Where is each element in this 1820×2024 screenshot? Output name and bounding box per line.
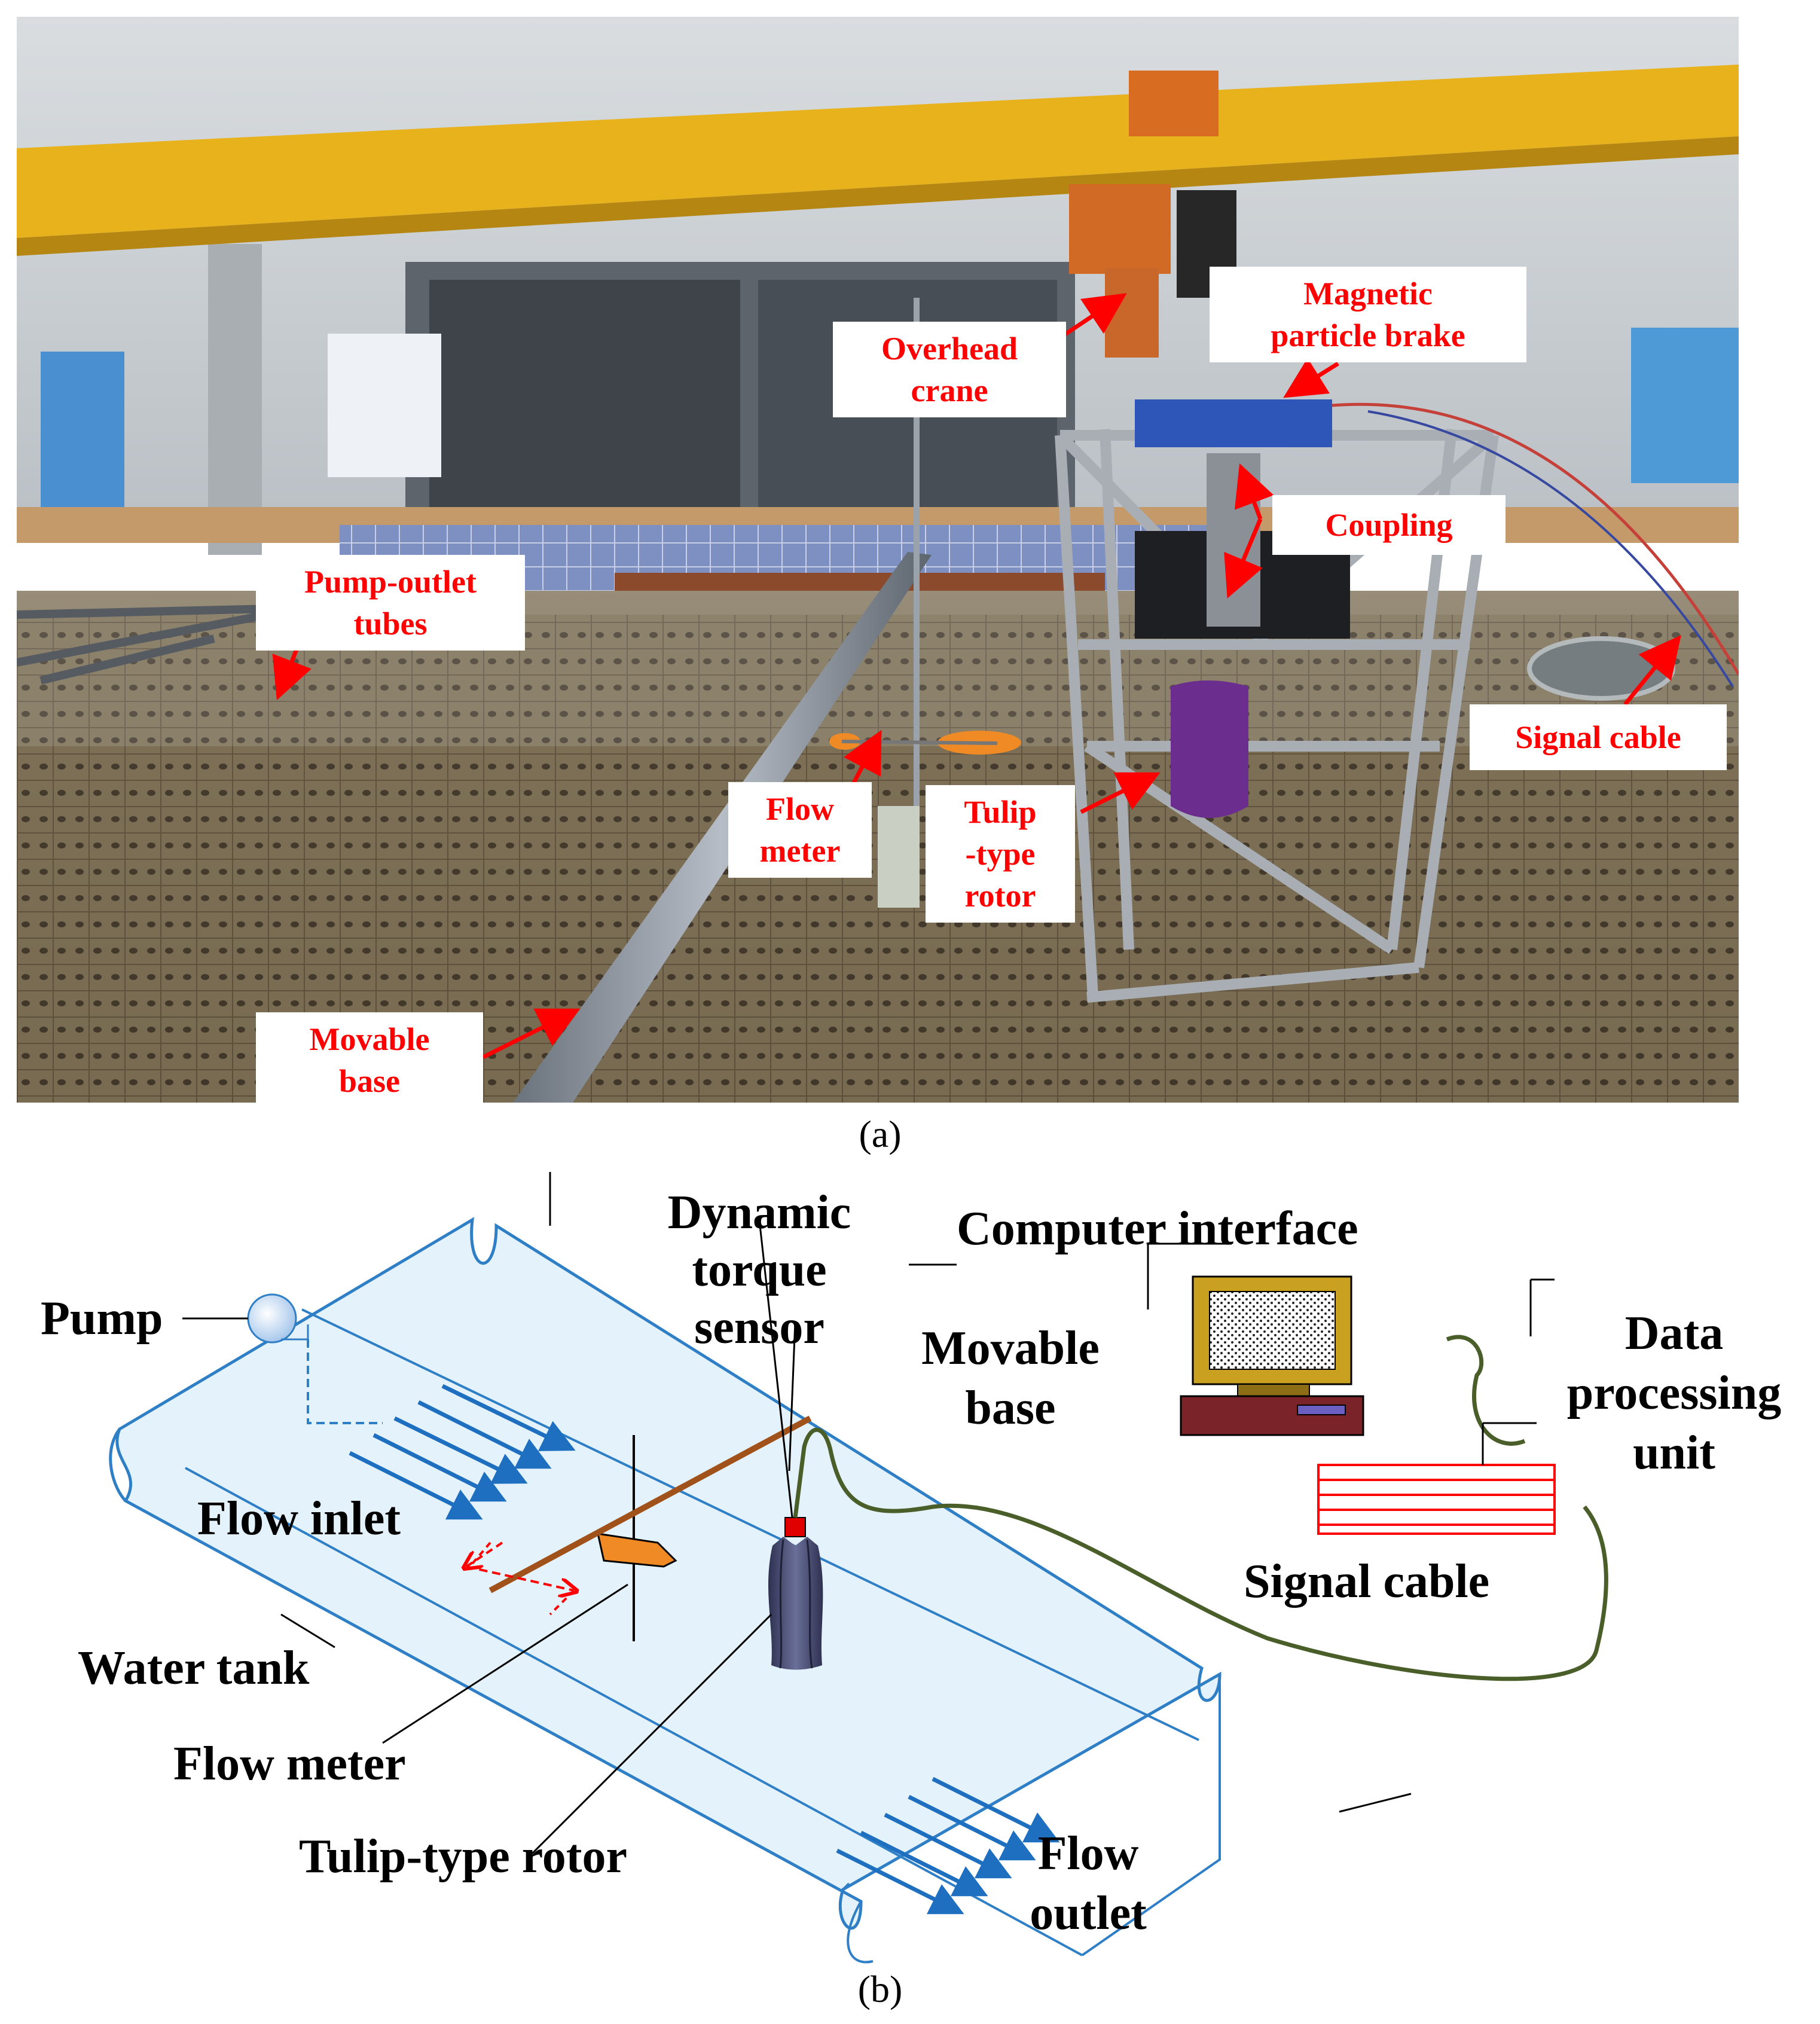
computer-icon <box>1180 1275 1364 1436</box>
callout-pump-outlet-line1: Pump-outlet <box>304 564 477 600</box>
callout-flow-meter-line2: meter <box>759 833 841 869</box>
label-flow: Flow <box>1037 1827 1139 1880</box>
label-pump: Pump <box>41 1292 163 1345</box>
callout-tulip-type-rotor: Tulip -type rotor <box>926 785 1075 923</box>
flow-inlet-arrows <box>349 1384 576 1520</box>
callout-movable-base-line2: base <box>338 1063 400 1099</box>
movement-arrows <box>466 1541 574 1616</box>
callout-overhead-crane-line1: Overhead <box>881 331 1018 367</box>
leader-lines <box>280 1172 1555 1855</box>
callout-overhead-crane: Overhead crane <box>833 322 1066 417</box>
schematic-diagram <box>109 1172 1608 1964</box>
callout-arrows <box>272 293 1681 1060</box>
callout-flow-meter-line1: Flow <box>766 791 834 827</box>
lab-photograph: Overhead crane Magnetic particle brake C… <box>17 17 1739 1103</box>
label-dynamic-torque-sensor: Dynamic torque sensor <box>658 1184 861 1356</box>
callout-tulip-line1: Tulip <box>964 794 1037 830</box>
torque-sensor-box <box>784 1517 806 1537</box>
label-flow-outlet: Flow outlet <box>1016 1824 1160 1943</box>
label-data-processing-unit: Data processing unit <box>1549 1303 1800 1483</box>
callout-tulip-line3: rotor <box>964 878 1036 914</box>
pump-icon <box>182 1293 383 1424</box>
callout-signal-cable: Signal cable <box>1470 704 1727 770</box>
callout-brake-line2: particle brake <box>1271 318 1465 353</box>
label-unit: unit <box>1633 1427 1715 1479</box>
callout-brake-line1: Magnetic <box>1303 276 1433 312</box>
label-signal-cable: Signal cable <box>1244 1555 1490 1608</box>
callout-movable-base-line1: Movable <box>309 1021 430 1057</box>
computer-cable <box>1446 1335 1526 1446</box>
label-movable-base: Movable base <box>909 1318 1112 1438</box>
tulip-type-rotor <box>768 1517 823 1670</box>
callout-overhead-crane-line2: crane <box>911 373 988 408</box>
callout-pump-outlet-line2: tubes <box>353 606 427 642</box>
callout-tulip-line2: -type <box>965 836 1036 872</box>
signal-cable <box>793 1427 1608 1681</box>
flow-meter-propeller <box>597 1532 677 1568</box>
label-tulip-type-rotor: Tulip-type rotor <box>299 1830 627 1883</box>
label-data: Data <box>1624 1307 1724 1360</box>
label-outlet: outlet <box>1030 1887 1147 1940</box>
callout-pump-outlet-tubes: Pump-outlet tubes <box>256 555 525 651</box>
caption-a: (a) <box>859 1113 902 1155</box>
label-computer-interface: Computer interface <box>957 1202 1358 1255</box>
label-sensor: sensor <box>694 1301 825 1354</box>
callout-coupling-text: Coupling <box>1325 507 1453 543</box>
label-base: base <box>965 1382 1056 1434</box>
caption-b: (b) <box>857 1968 903 2010</box>
label-torque: torque <box>692 1244 827 1296</box>
callout-movable-base: Movable base <box>256 1012 483 1103</box>
water-tank <box>109 1217 1222 1964</box>
label-flow-meter: Flow meter <box>173 1738 406 1790</box>
callout-coupling: Coupling <box>1272 495 1506 555</box>
label-flow-inlet: Flow inlet <box>197 1492 401 1545</box>
data-processing-unit <box>1317 1422 1556 1535</box>
callout-flow-meter: Flow meter <box>728 782 872 878</box>
callout-signal-cable-text: Signal cable <box>1515 719 1681 755</box>
movable-base-rod <box>488 1415 812 1593</box>
label-dynamic: Dynamic <box>667 1186 851 1239</box>
label-processing: processing <box>1566 1367 1782 1419</box>
callout-magnetic-particle-brake: Magnetic particle brake <box>1210 267 1526 362</box>
label-water-tank: Water tank <box>78 1642 310 1695</box>
flow-outlet-arrows <box>836 1776 1060 1915</box>
label-movable: Movable <box>921 1322 1100 1375</box>
